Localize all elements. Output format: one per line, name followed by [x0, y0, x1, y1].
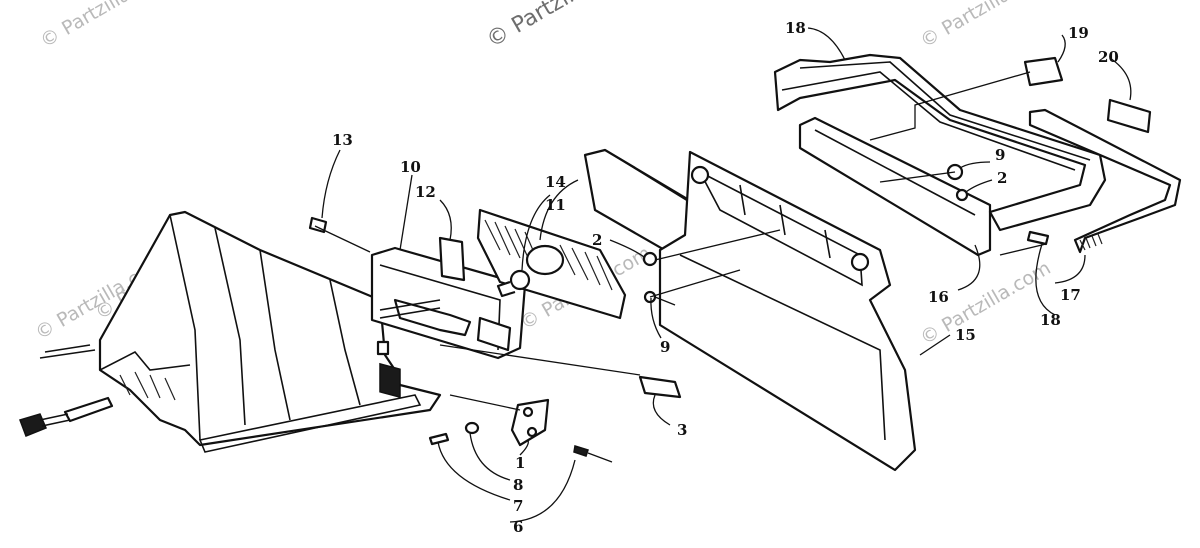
- callout-16: 17: [1060, 286, 1081, 304]
- callout-20: 20: [1098, 48, 1119, 66]
- callout-7: 9: [995, 146, 1005, 164]
- reinforcement-bar: [798, 116, 992, 257]
- callout-15: 16: [928, 288, 949, 306]
- callout-leaders: [321, 27, 1132, 523]
- callout-labels: 13 10 12 14 11 2 9 3 1 8 7 6 15 16 9 2 1…: [332, 19, 1119, 536]
- callout-11: 12: [415, 183, 436, 201]
- bulb: [496, 269, 531, 298]
- taillight-housing: [370, 246, 527, 399]
- callout-3: 3: [677, 421, 687, 439]
- callout-2b: 2: [997, 169, 1007, 187]
- watermark: © Partzilla.com: [917, 0, 1055, 52]
- callout-5: 7: [513, 497, 523, 515]
- tail-lens: [476, 208, 627, 320]
- wire-harness: [19, 396, 114, 437]
- callout-10: 11: [545, 196, 566, 214]
- pad: [638, 375, 682, 399]
- callout-17: 18: [785, 19, 806, 37]
- callout-6: 8: [513, 476, 523, 494]
- gasket: [438, 236, 466, 282]
- callout-18: 18: [1040, 311, 1061, 329]
- callout-19: 19: [1068, 24, 1089, 42]
- bumper-strap: [1028, 108, 1182, 254]
- callout-2: 2: [592, 231, 602, 249]
- callout-1: 1: [515, 454, 525, 472]
- assembly-lines: [314, 71, 1047, 411]
- watermark: © Partzilla.com: [37, 0, 175, 52]
- watermark: © Partzilla.com: [483, 0, 643, 53]
- decal: [1023, 56, 1152, 134]
- nut: [642, 251, 658, 304]
- callout-9: 9: [660, 338, 670, 356]
- rear-panel: [658, 150, 917, 472]
- callout-13: 13: [332, 131, 353, 149]
- callout-8: 10: [400, 158, 421, 176]
- screw: [308, 216, 328, 234]
- callout-12: 14: [545, 173, 566, 191]
- rear-housing: [39, 210, 442, 453]
- callout-14: 15: [955, 326, 976, 344]
- hinge-bracket: [428, 398, 613, 463]
- callout-4: 6: [513, 518, 523, 536]
- rear-bumper: [773, 53, 1107, 232]
